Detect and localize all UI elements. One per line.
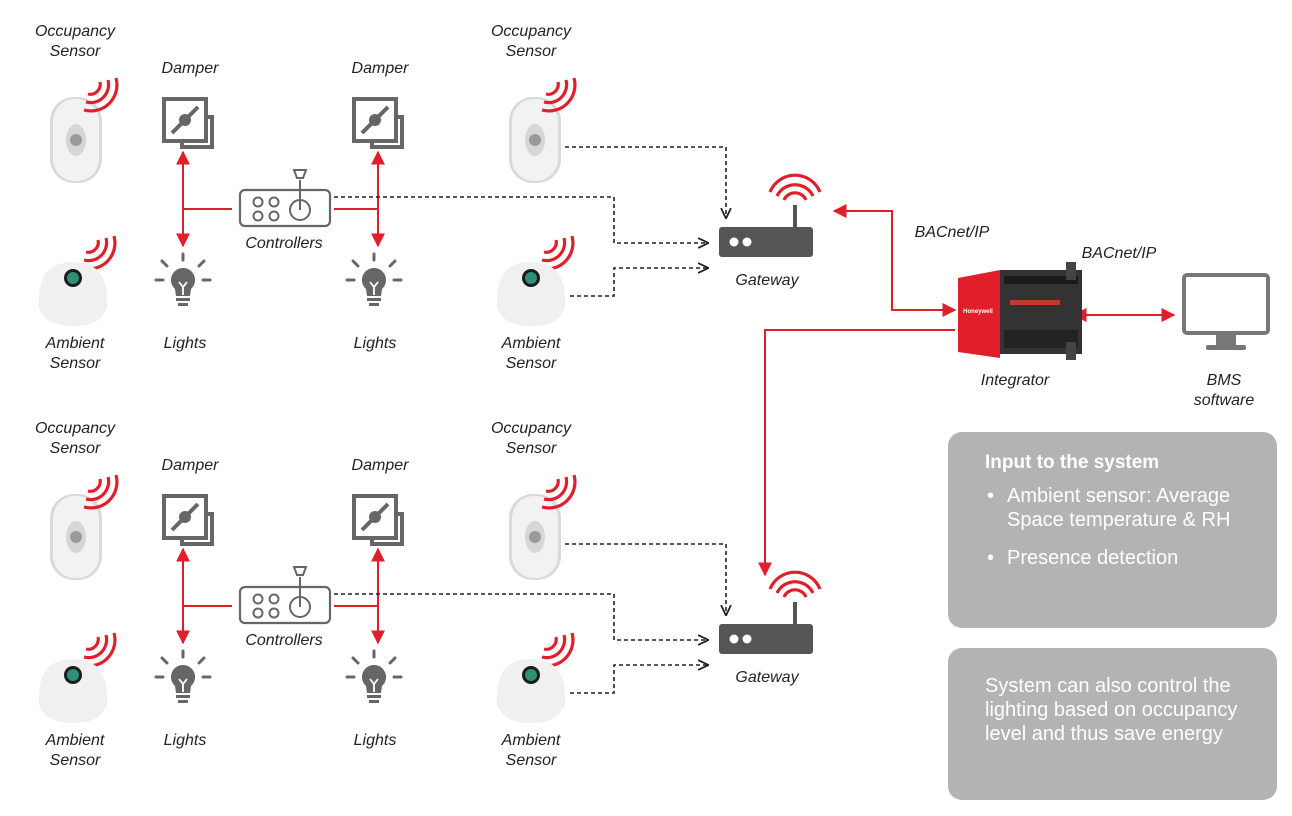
damper-icon bbox=[352, 494, 404, 546]
lights-label: Lights bbox=[164, 732, 207, 749]
integrator-label: Integrator bbox=[981, 372, 1050, 389]
damper-icon bbox=[162, 97, 214, 149]
energy-note-box: System can also control the lighting bas… bbox=[948, 648, 1277, 800]
bacnet-label: BACnet/IP bbox=[915, 224, 990, 241]
controller-icon bbox=[238, 168, 332, 228]
info-list-item: Ambient sensor: Average Space temperatur… bbox=[985, 484, 1257, 532]
wireless-links bbox=[334, 543, 726, 694]
info-box-title: Input to the system bbox=[985, 452, 1160, 473]
input-info-box: Input to the system Ambient sensor: Aver… bbox=[948, 432, 1277, 628]
wireless-signal-icon bbox=[538, 631, 575, 668]
wireless-signal-icon bbox=[80, 234, 117, 271]
wireless-signal-icon bbox=[80, 631, 117, 668]
integrator-device-icon: Honeywell bbox=[958, 262, 1082, 360]
lights-label: Lights bbox=[164, 335, 207, 352]
integrator-section: BACnet/IP BACnet/IP Honeywell Integrator bbox=[758, 204, 1270, 577]
light-bulb-icon bbox=[345, 252, 403, 308]
gateway-label: Gateway bbox=[735, 272, 799, 289]
bacnet-label: BACnet/IP bbox=[1082, 245, 1157, 262]
damper-label: Damper bbox=[352, 457, 410, 474]
lights-label: Lights bbox=[354, 732, 397, 749]
controllers-label: Controllers bbox=[245, 632, 322, 649]
bacnet-links bbox=[758, 204, 1176, 577]
light-bulb-icon bbox=[154, 649, 212, 705]
ambient-sensor-icon bbox=[497, 659, 565, 723]
info-list-item: Presence detection bbox=[985, 546, 1257, 570]
light-bulb-icon bbox=[154, 252, 212, 308]
control-links bbox=[176, 547, 385, 645]
integrator-brand-text: Honeywell bbox=[963, 309, 993, 315]
gateway-icon bbox=[717, 570, 822, 656]
gateway-label: Gateway bbox=[735, 669, 799, 686]
wireless-signal-icon bbox=[538, 234, 575, 271]
lights-label: Lights bbox=[354, 335, 397, 352]
damper-icon bbox=[162, 494, 214, 546]
damper-label: Damper bbox=[352, 60, 410, 77]
control-links bbox=[176, 150, 385, 248]
monitor-icon bbox=[1182, 273, 1270, 350]
info-list: Ambient sensor: Average Space temperatur… bbox=[985, 484, 1257, 570]
damper-label: Damper bbox=[162, 60, 220, 77]
light-bulb-icon bbox=[345, 649, 403, 705]
wireless-links bbox=[334, 146, 726, 297]
ambient-sensor-icon bbox=[39, 262, 107, 326]
damper-label: Damper bbox=[162, 457, 220, 474]
ambient-sensor-icon bbox=[39, 659, 107, 723]
damper-icon bbox=[352, 97, 404, 149]
gateway-icon bbox=[717, 173, 822, 259]
controllers-label: Controllers bbox=[245, 235, 322, 252]
controller-icon bbox=[238, 565, 332, 625]
energy-note-text: System can also control the lighting bas… bbox=[985, 675, 1238, 745]
ambient-sensor-icon bbox=[497, 262, 565, 326]
